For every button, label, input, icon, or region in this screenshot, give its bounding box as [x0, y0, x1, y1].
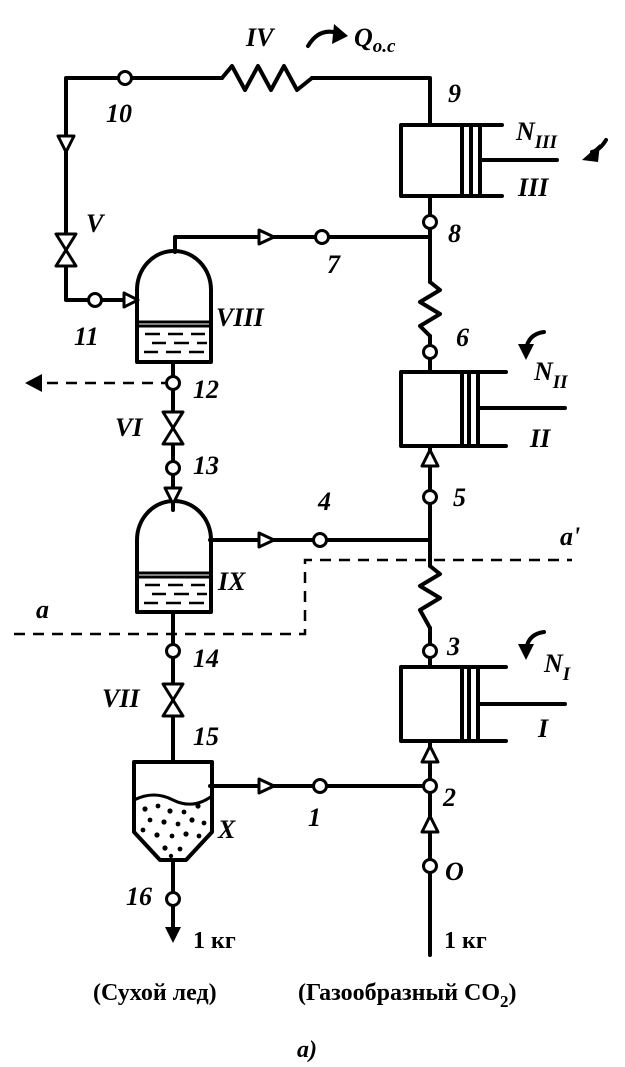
- throttle-8-6-zigzag: [418, 280, 442, 338]
- node-label-5: 5: [453, 483, 466, 512]
- dashed-label-a-prime: a': [560, 522, 580, 551]
- separator-viii: [135, 248, 213, 364]
- work-n-ii-subscript: II: [552, 372, 568, 393]
- node-label-2: 2: [442, 783, 456, 812]
- work-n-iii-symbol: N: [515, 117, 536, 146]
- component-label-x: X: [217, 815, 236, 844]
- compressor-ii: [399, 370, 567, 448]
- throttle-iv-zigzag: [220, 64, 314, 92]
- work-n-iii-label: NIII: [515, 117, 558, 153]
- valve-vi: [161, 410, 185, 446]
- node-label-O: O: [445, 857, 464, 886]
- component-label-v: V: [86, 209, 106, 238]
- work-n-i-symbol: N: [543, 649, 564, 678]
- caption-gaseous-co2-end: ): [509, 980, 517, 1006]
- heat-arrow-icon: [306, 24, 348, 48]
- valve-v: [54, 232, 78, 268]
- heat-q-label: Qо.с: [354, 23, 396, 57]
- heat-q-subscript: о.с: [373, 36, 396, 57]
- separator-ix: [135, 498, 213, 614]
- work-arrow-ii-icon: [518, 330, 546, 360]
- compressor-i: [399, 665, 567, 743]
- output-mass-right: 1 кг: [444, 928, 487, 954]
- caption-dry-ice: (Сухой лед): [93, 980, 217, 1006]
- node-label-4: 4: [317, 487, 331, 516]
- dry-ice-hopper-x: [132, 760, 214, 862]
- caption-gaseous-co2-main: (Газообразный СО: [298, 980, 500, 1006]
- component-label-vii: VII: [102, 684, 140, 713]
- dashed-lines: [14, 374, 572, 636]
- node-label-12: 12: [193, 375, 219, 404]
- state-nodes: [87, 70, 438, 907]
- node-label-13: 13: [193, 451, 219, 480]
- dry-ice-particles: [140, 803, 207, 859]
- node-label-6: 6: [456, 323, 469, 352]
- dashed-label-a: a: [36, 595, 49, 624]
- work-n-i-label: NI: [543, 649, 571, 685]
- component-label-viii: VIII: [216, 303, 265, 332]
- pipe-network: [64, 76, 432, 957]
- node-label-16: 16: [126, 882, 152, 911]
- figure-label: а): [297, 1037, 317, 1063]
- node-label-10: 10: [106, 99, 132, 128]
- work-n-ii-symbol: N: [533, 357, 554, 386]
- caption-gaseous-co2-sub: 2: [500, 992, 509, 1011]
- node-label-15: 15: [193, 722, 219, 751]
- work-arrow-i-icon: [518, 630, 546, 660]
- flow-arrows: [56, 134, 440, 943]
- component-label-ix: IX: [217, 567, 246, 596]
- valve-vii: [161, 682, 185, 718]
- node-label-3: 3: [446, 632, 460, 661]
- work-n-i-subscript: I: [562, 664, 571, 685]
- component-label-vi: VI: [115, 413, 143, 442]
- compressor-iii: [399, 123, 559, 198]
- node-label-8: 8: [448, 219, 461, 248]
- work-n-iii-subscript: III: [534, 132, 558, 153]
- component-label-ii: II: [529, 424, 551, 453]
- node-label-11: 11: [74, 322, 99, 351]
- node-label-1: 1: [308, 803, 321, 832]
- heat-q-symbol: Q: [354, 23, 373, 52]
- work-n-ii-label: NII: [533, 357, 568, 393]
- component-label-iv: IV: [245, 23, 276, 52]
- component-label-i: I: [537, 714, 549, 743]
- node-label-14: 14: [193, 644, 219, 673]
- throttle-4-3-zigzag: [418, 564, 442, 630]
- work-arrow-iii-icon: [582, 138, 608, 162]
- node-label-9: 9: [448, 79, 461, 108]
- output-mass-left: 1 кг: [193, 928, 236, 954]
- caption-gaseous-co2: (Газообразный СО2): [298, 980, 517, 1011]
- component-label-iii: III: [517, 173, 549, 202]
- node-label-7: 7: [327, 250, 341, 279]
